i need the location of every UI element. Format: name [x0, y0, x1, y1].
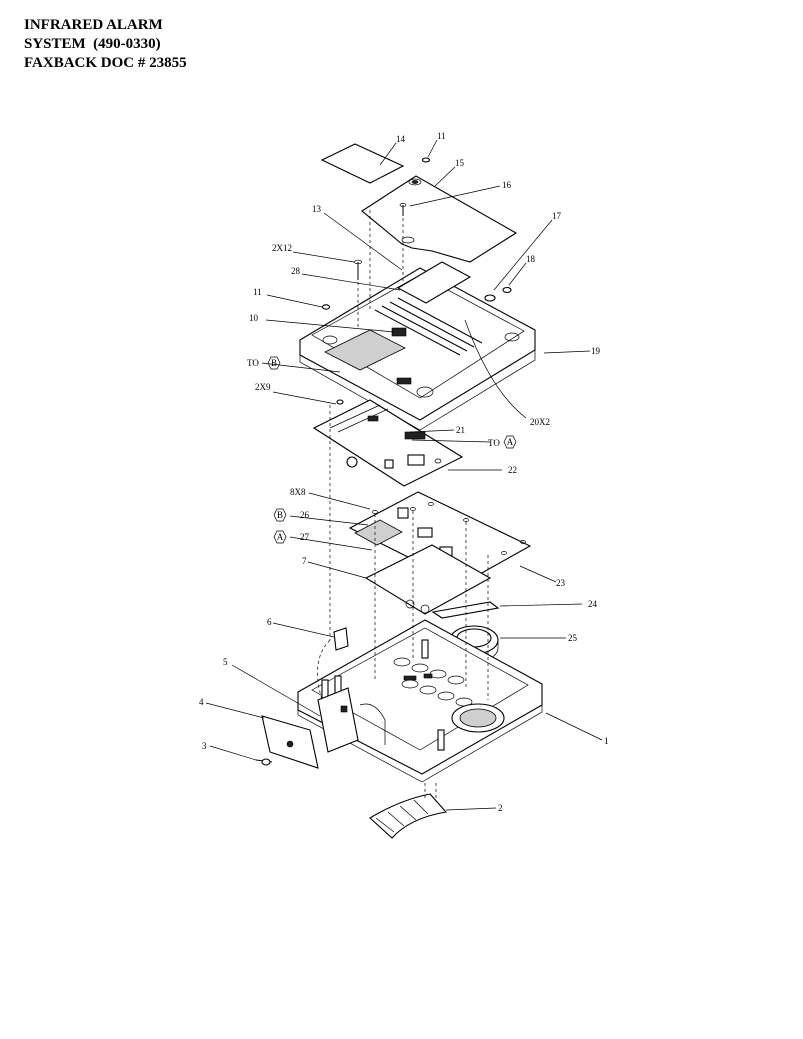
part-19-top-housing [299, 259, 536, 431]
callout-16: 16 [502, 180, 512, 190]
part-24-clip [431, 601, 500, 619]
callout-3: 3 [202, 741, 207, 751]
part-2-curved-cover [369, 793, 448, 839]
callout-27: 27 [300, 532, 310, 542]
callout-5: 5 [223, 657, 228, 667]
hex-marker-a-bottom: A [273, 530, 287, 544]
alignment-lines [317, 210, 489, 800]
svg-text:A: A [507, 437, 514, 447]
title-line-3: FAXBACK DOC # 23855 [24, 55, 187, 71]
callout-25: 25 [568, 633, 578, 643]
callout-6: 6 [267, 617, 272, 627]
callout-2x9: 2X9 [255, 382, 271, 392]
svg-text:B: B [271, 358, 277, 368]
callout-26: 26 [300, 510, 310, 520]
part-1-base-housing [297, 619, 543, 783]
callout-to-b: TO [247, 358, 259, 368]
svg-text:B: B [277, 510, 283, 520]
part-11-screw-cap [421, 157, 431, 163]
part-22-circuit-board [312, 399, 464, 487]
callout-20x2: 20X2 [530, 417, 550, 427]
callout-15: 15 [455, 158, 465, 168]
callout-28: 28 [291, 266, 301, 276]
part-2x9-screw [336, 399, 344, 405]
callout-14: 14 [396, 134, 406, 144]
callout-19: 19 [591, 346, 601, 356]
callout-7: 7 [302, 556, 307, 566]
hex-marker-a-top: A [503, 435, 517, 449]
title-line-1: INFRARED ALARM [24, 17, 163, 33]
part-6-small-plate [333, 627, 349, 651]
part-3-screw [255, 758, 273, 766]
callout-21: 21 [456, 425, 465, 435]
callout-8x8: 8X8 [290, 487, 306, 497]
title-line-2: SYSTEM (490-0330) [24, 36, 161, 52]
part-15-cover-plate [361, 175, 518, 263]
callout-18: 18 [526, 254, 536, 264]
leader-lines [205, 139, 603, 811]
callout-17: 17 [552, 211, 562, 221]
callout-labels: 14 11 15 16 13 17 2X12 18 28 11 10 19 TO… [199, 131, 609, 813]
document-title: INFRARED ALARM SYSTEM (490-0330) FAXBACK… [24, 16, 187, 73]
callout-4: 4 [199, 697, 204, 707]
part-14-label-plate [320, 143, 405, 184]
callout-13: 13 [312, 204, 322, 214]
callout-23: 23 [556, 578, 566, 588]
part-5-bracket [317, 687, 359, 753]
callout-1: 1 [604, 736, 609, 746]
callout-22: 22 [508, 465, 517, 475]
callout-2x12: 2X12 [272, 243, 292, 253]
part-4-side-panel [261, 715, 319, 769]
part-7-base-plate [364, 544, 492, 615]
hex-marker-b-bottom: B [273, 508, 287, 522]
callout-24: 24 [588, 599, 598, 609]
callout-11a: 11 [437, 131, 446, 141]
svg-text:A: A [277, 532, 284, 542]
callout-2: 2 [498, 803, 503, 813]
callout-to-a: TO [488, 438, 500, 448]
callout-10: 10 [249, 313, 259, 323]
hex-marker-b-top: B [267, 356, 281, 370]
callout-11b: 11 [253, 287, 262, 297]
